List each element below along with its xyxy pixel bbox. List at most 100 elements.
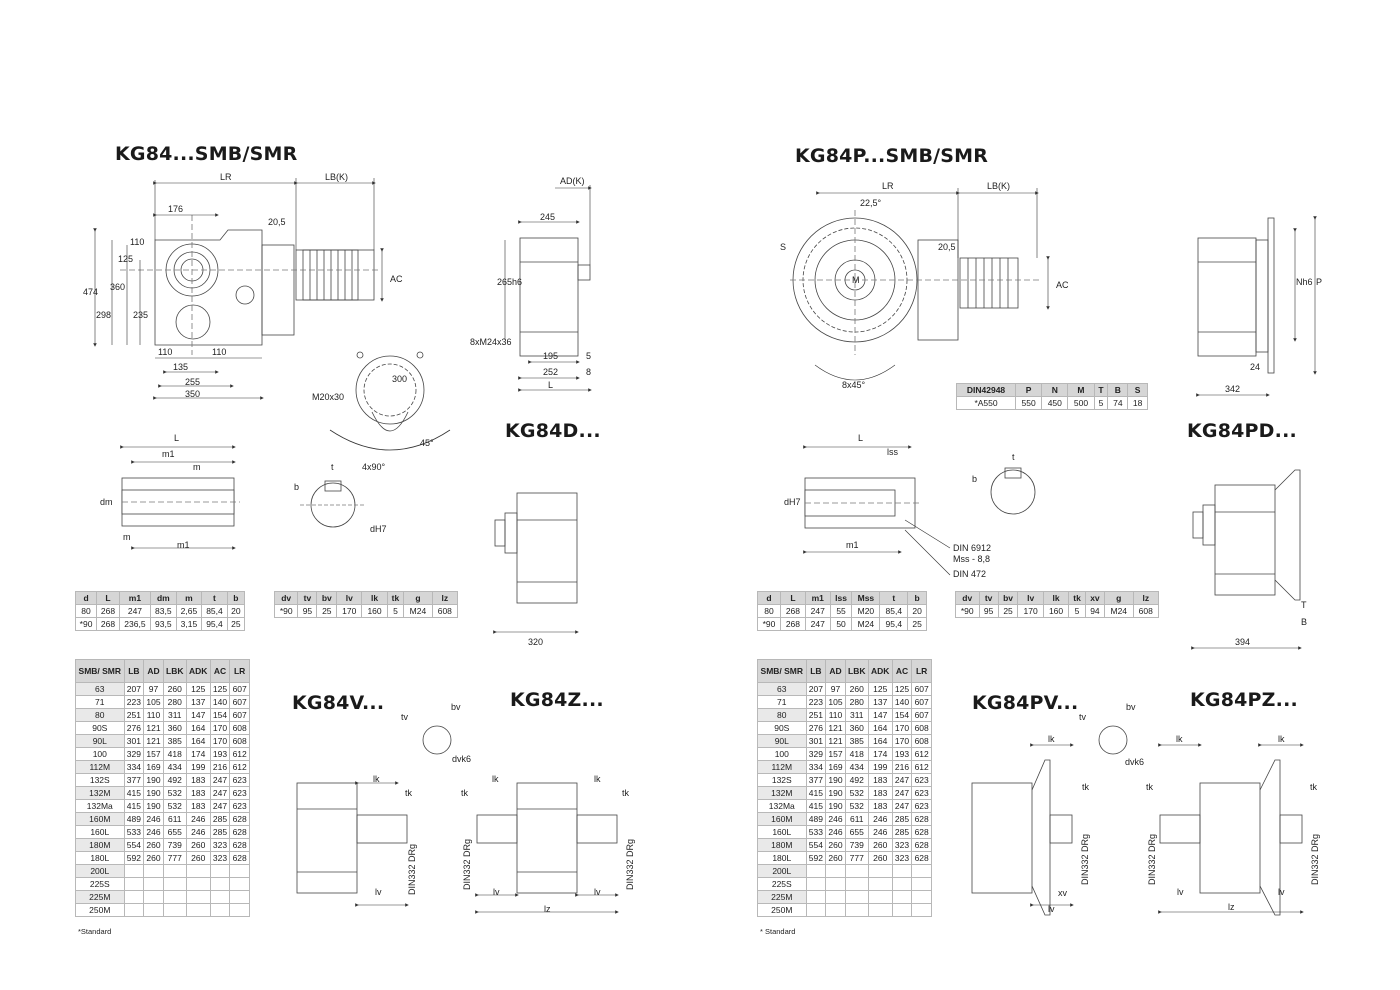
table-cell: 157	[143, 747, 164, 761]
table-cell: 608	[911, 721, 932, 735]
table-cell: 377	[805, 773, 827, 787]
table-header-cell: lz	[1132, 591, 1160, 605]
table-cell: 246	[825, 825, 846, 839]
dim-z-lk-a: lk	[492, 774, 499, 784]
table-cell: 97	[143, 682, 164, 696]
table-cell: 125	[209, 682, 231, 696]
table-cell: 105	[825, 695, 846, 709]
table-cell: 160L	[75, 825, 125, 839]
table-cell	[844, 877, 869, 891]
dim-8xm24x36: 8xM24x36	[470, 337, 512, 347]
dim-din6912: DIN 6912	[953, 543, 991, 553]
table-cell: 121	[143, 721, 164, 735]
table-cell	[844, 890, 869, 904]
table-cell: 95	[978, 604, 999, 618]
table-cell: 225M	[757, 890, 807, 904]
table-header-cell: b	[226, 591, 246, 605]
table-cell: 628	[911, 812, 932, 826]
table-cell: 247	[209, 786, 231, 800]
dim-shaft-lss: lss	[887, 447, 898, 457]
table-header-cell: tv	[978, 591, 999, 605]
table-cell: 170	[1017, 604, 1044, 618]
table-cell	[209, 903, 231, 917]
dim-pv-lv: lv	[1048, 904, 1055, 914]
table-cell	[911, 877, 932, 891]
table-header-cell: B	[1107, 383, 1129, 397]
dim-8: 8	[586, 367, 591, 377]
table-cell	[844, 864, 869, 878]
table-cell: 323	[891, 838, 913, 852]
table-header-cell: dm	[150, 591, 177, 605]
table-cell: 360	[162, 721, 187, 735]
table-cell: 276	[805, 721, 827, 735]
table-cell: 260	[825, 838, 846, 852]
table-header-cell: LR	[229, 659, 250, 683]
dim-pz-lk-a: lk	[1176, 734, 1183, 744]
table-cell: 80	[75, 708, 125, 722]
dim-m20x30: M20x30	[312, 392, 344, 402]
table-header-cell: lv	[336, 591, 363, 605]
table-cell: 154	[209, 708, 231, 722]
dim-key-t-right: t	[1012, 452, 1015, 462]
table-cell	[825, 890, 846, 904]
table-cell: 247	[804, 604, 831, 618]
table-cell	[229, 890, 250, 904]
table-cell: 623	[911, 799, 932, 813]
table-cell: 105	[143, 695, 164, 709]
dim-key-t-left: t	[331, 462, 334, 472]
table-cell: 415	[805, 799, 827, 813]
table-cell: 611	[844, 812, 869, 826]
table-cell: 140	[209, 695, 231, 709]
table-cell: 174	[185, 747, 211, 761]
title-kg84-smb: KG84...SMB/SMR	[115, 143, 298, 165]
table-header-cell: M	[1067, 383, 1095, 397]
table-cell: 225M	[75, 890, 125, 904]
table-cell: 450	[1041, 396, 1069, 410]
kg84pd-drawing	[1191, 469, 1302, 650]
title-kg84pv: KG84PV...	[972, 692, 1079, 714]
dim-394: 394	[1235, 637, 1250, 647]
table-cell: 592	[123, 851, 145, 865]
table-cell: 247	[804, 617, 831, 631]
dim-360: 360	[110, 282, 125, 292]
table-cell	[805, 890, 827, 904]
table-row: 200L	[75, 864, 250, 878]
table-header-cell: LBK	[162, 659, 187, 683]
table-cell: 434	[162, 760, 187, 774]
table-cell: 777	[844, 851, 869, 865]
dim-shaft-l-left: L	[174, 433, 179, 443]
table-cell: 592	[805, 851, 827, 865]
dim-135: 135	[173, 362, 188, 372]
dim-m: M	[852, 275, 860, 285]
kg84d-drawing	[493, 492, 579, 634]
table-cell: 125	[185, 682, 211, 696]
table-cell	[143, 890, 164, 904]
table-cell: 95,4	[879, 617, 909, 631]
dim-195: 195	[543, 351, 558, 361]
kg84v-drawing	[296, 725, 452, 907]
table-cell: 247	[118, 604, 152, 618]
table-cell	[867, 877, 893, 891]
table-cell: 532	[844, 786, 869, 800]
flange-detail-left	[329, 351, 451, 451]
table-cell: 25	[907, 617, 927, 631]
gearbox-side-view-right	[1196, 216, 1317, 397]
dim-pv-din332: DIN332 DRg	[1080, 834, 1090, 885]
table-cell	[911, 903, 932, 917]
table-cell: 236,5	[118, 617, 152, 631]
table-cell: 169	[825, 760, 846, 774]
table-cell: 121	[143, 734, 164, 748]
table-cell: 80	[757, 708, 807, 722]
